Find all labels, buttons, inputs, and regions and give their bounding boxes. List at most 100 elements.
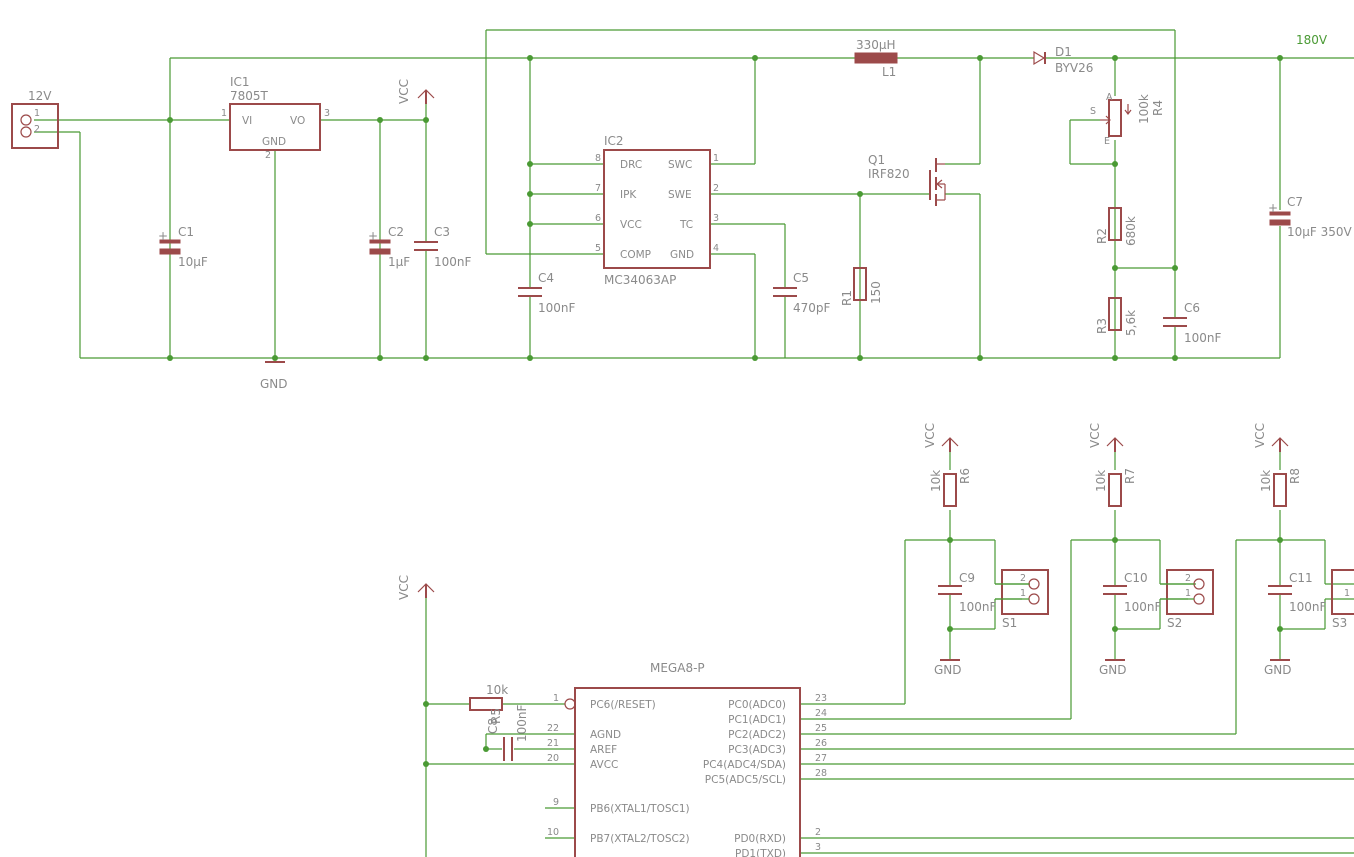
vcc-symbol-r6: VCC	[923, 423, 959, 452]
vcc-symbol-r7: VCC	[1088, 423, 1124, 452]
svg-text:PC1(ADC1): PC1(ADC1)	[728, 714, 786, 726]
q1-name: Q1	[868, 153, 885, 167]
ic1-value: 7805T	[230, 89, 269, 103]
svg-text:R6: R6	[958, 468, 972, 484]
c1-name: C1	[178, 225, 194, 239]
svg-text:+: +	[368, 229, 378, 243]
c6-name: C6	[1184, 301, 1200, 315]
net-180v-label: 180V	[1296, 33, 1328, 47]
d1-value: BYV26	[1055, 61, 1093, 75]
svg-text:C8: C8	[486, 718, 500, 734]
connector-s1: 2 1 S1	[995, 569, 1049, 630]
svg-text:VCC: VCC	[397, 575, 411, 600]
connector-s3: 1 S3	[1331, 569, 1354, 630]
svg-text:R5: R5	[489, 708, 503, 724]
svg-text:25: 25	[815, 723, 827, 734]
svg-text:AGND: AGND	[590, 729, 621, 741]
c4-value: 100nF	[538, 301, 576, 315]
svg-text:C11: C11	[1289, 571, 1313, 585]
svg-text:10k: 10k	[929, 470, 943, 492]
svg-text:2: 2	[815, 827, 821, 838]
ic2-pnum-4: 4	[713, 243, 719, 254]
c3-value: 100nF	[434, 255, 472, 269]
svg-text:PB7(XTAL2/TOSC2): PB7(XTAL2/TOSC2)	[590, 833, 690, 845]
mcu-mega8: MEGA8-P 1 PC6(/RESET) 22 AGND 21 AREF 20…	[547, 661, 827, 857]
svg-text:9: 9	[553, 797, 559, 808]
gnd-symbol-s1: GND	[934, 659, 962, 677]
mcu-value: MEGA8-P	[650, 661, 705, 675]
svg-text:R7: R7	[1123, 468, 1137, 484]
gnd-top-label: GND	[260, 377, 288, 391]
svg-text:1: 1	[1344, 588, 1350, 599]
r2-value: 680k	[1124, 216, 1138, 246]
r4-name: R4	[1151, 100, 1165, 116]
capacitor-c10: C10 100nF	[1103, 571, 1162, 614]
vcc-top-label: VCC	[397, 79, 411, 104]
ic2-pnum-7: 7	[595, 183, 601, 194]
connector-pin-1: 1	[34, 108, 40, 119]
ic1-pnum-1: 1	[221, 108, 227, 119]
svg-text:26: 26	[815, 738, 827, 749]
svg-text:PD0(RXD): PD0(RXD)	[734, 833, 786, 845]
c5-name: C5	[793, 271, 809, 285]
svg-text:PB6(XTAL1/TOSC1): PB6(XTAL1/TOSC1)	[590, 803, 690, 815]
c2-name: C2	[388, 225, 404, 239]
c4-name: C4	[538, 271, 554, 285]
capacitor-c6: C6 100nF	[1163, 301, 1222, 345]
svg-text:S2: S2	[1167, 616, 1182, 630]
r3-name: R3	[1095, 318, 1109, 334]
svg-text:AVCC: AVCC	[590, 759, 618, 771]
svg-text:10k: 10k	[486, 683, 508, 697]
diode-d1: D1 BYV26	[1033, 45, 1093, 75]
svg-text:VCC: VCC	[923, 423, 937, 448]
ic1-pin-vi: VI	[242, 115, 252, 127]
trimmer-r4: A E S 100k R4	[1090, 92, 1165, 147]
capacitor-c7: + C7 10µF 350V	[1268, 195, 1353, 239]
svg-text:100nF: 100nF	[515, 704, 529, 742]
c5-value: 470pF	[793, 301, 831, 315]
resistor-r8: 10k R8	[1259, 468, 1302, 507]
ic2-mc34063: IC2 MC34063AP DRC IPK VCC COMP SWC SWE T…	[595, 134, 719, 287]
svg-text:3: 3	[815, 842, 821, 853]
c3-name: C3	[434, 225, 450, 239]
connector-12v-value: 12V	[28, 89, 52, 103]
svg-text:28: 28	[815, 768, 827, 779]
capacitor-c2: + C2 1µF	[368, 225, 410, 269]
svg-text:22: 22	[547, 723, 559, 734]
inductor-l1: 330µH L1	[854, 38, 898, 79]
connector-s2: 2 1 S2	[1160, 569, 1214, 630]
ic1-regulator: IC1 7805T VI VO GND 1 3 2	[221, 75, 330, 161]
c7-value: 10µF 350V	[1287, 225, 1353, 239]
ic1-pnum-3: 3	[324, 108, 330, 119]
ic2-pnum-3: 3	[713, 213, 719, 224]
l1-name: L1	[882, 65, 896, 79]
capacitor-c9: C9 100nF	[938, 571, 997, 614]
gnd-symbol-s2: GND	[1099, 659, 1127, 677]
svg-text:24: 24	[815, 708, 827, 719]
svg-text:AREF: AREF	[590, 744, 617, 756]
svg-text:100nF: 100nF	[959, 600, 997, 614]
svg-text:PC2(ADC2): PC2(ADC2)	[728, 729, 786, 741]
resistor-r3: R3 5,6k	[1095, 297, 1138, 336]
connector-pin-2: 2	[34, 124, 40, 135]
r1-value: 150	[869, 281, 883, 304]
c2-value: 1µF	[388, 255, 410, 269]
ic1-pnum-2: 2	[265, 150, 271, 161]
ic2-pin-ipk: IPK	[620, 189, 637, 201]
connector-12v: 12V 1 2	[11, 89, 59, 149]
vcc-symbol-mega: VCC	[397, 575, 435, 600]
r4-pin-a: A	[1106, 92, 1113, 103]
ic2-pin-comp: COMP	[620, 249, 651, 261]
svg-text:PC3(ADC3): PC3(ADC3)	[728, 744, 786, 756]
svg-text:2: 2	[1185, 573, 1191, 584]
l1-value: 330µH	[856, 38, 896, 52]
c7-name: C7	[1287, 195, 1303, 209]
svg-text:R8: R8	[1288, 468, 1302, 484]
svg-text:GND: GND	[1264, 663, 1292, 677]
svg-text:PC6(/RESET): PC6(/RESET)	[590, 699, 656, 711]
svg-text:1: 1	[553, 693, 559, 704]
svg-text:+: +	[1268, 201, 1278, 215]
svg-text:1: 1	[1185, 588, 1191, 599]
svg-text:PC5(ADC5/SCL): PC5(ADC5/SCL)	[705, 774, 786, 786]
